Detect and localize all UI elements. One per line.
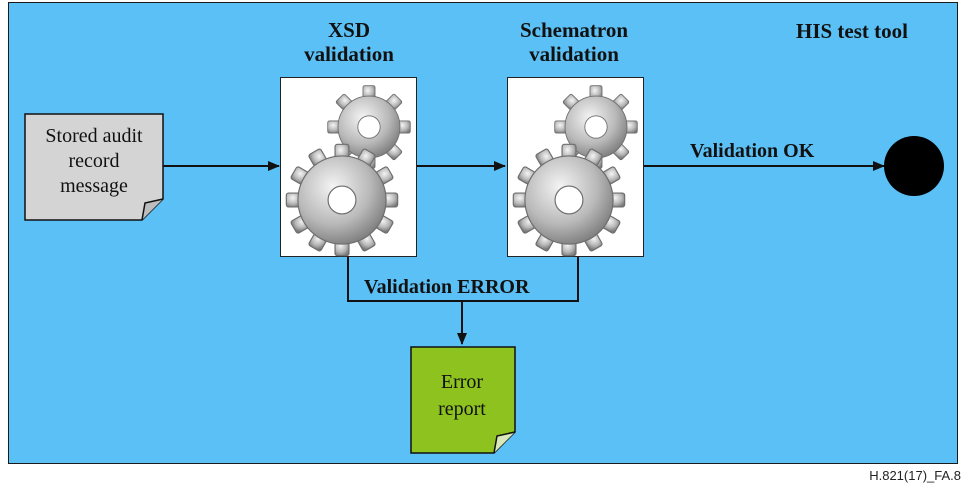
error-report-line1: Error bbox=[440, 371, 484, 393]
stage-1-title-line1: XSD bbox=[327, 18, 370, 42]
input-doc-line1: Stored audit bbox=[45, 125, 143, 147]
input-doc-line3: message bbox=[60, 175, 128, 197]
error-report-document bbox=[410, 346, 516, 454]
stage-2-title-line2: validation bbox=[529, 42, 619, 66]
validation-error-label: Validation ERROR bbox=[364, 276, 530, 298]
stage-1-title-line2: validation bbox=[304, 42, 394, 66]
tool-label: HIS test tool bbox=[796, 19, 908, 43]
end-node bbox=[884, 136, 944, 196]
input-document bbox=[24, 113, 164, 221]
figure-reference: H.821(17)_FA.8 bbox=[869, 468, 961, 483]
error-report-line2: report bbox=[438, 398, 486, 420]
gear-icon bbox=[512, 143, 626, 257]
validation-ok-label: Validation OK bbox=[690, 140, 815, 162]
gear-icon bbox=[285, 143, 399, 257]
stage-2-title-line1: Schematron bbox=[519, 18, 629, 42]
input-doc-line2: record bbox=[68, 150, 120, 172]
